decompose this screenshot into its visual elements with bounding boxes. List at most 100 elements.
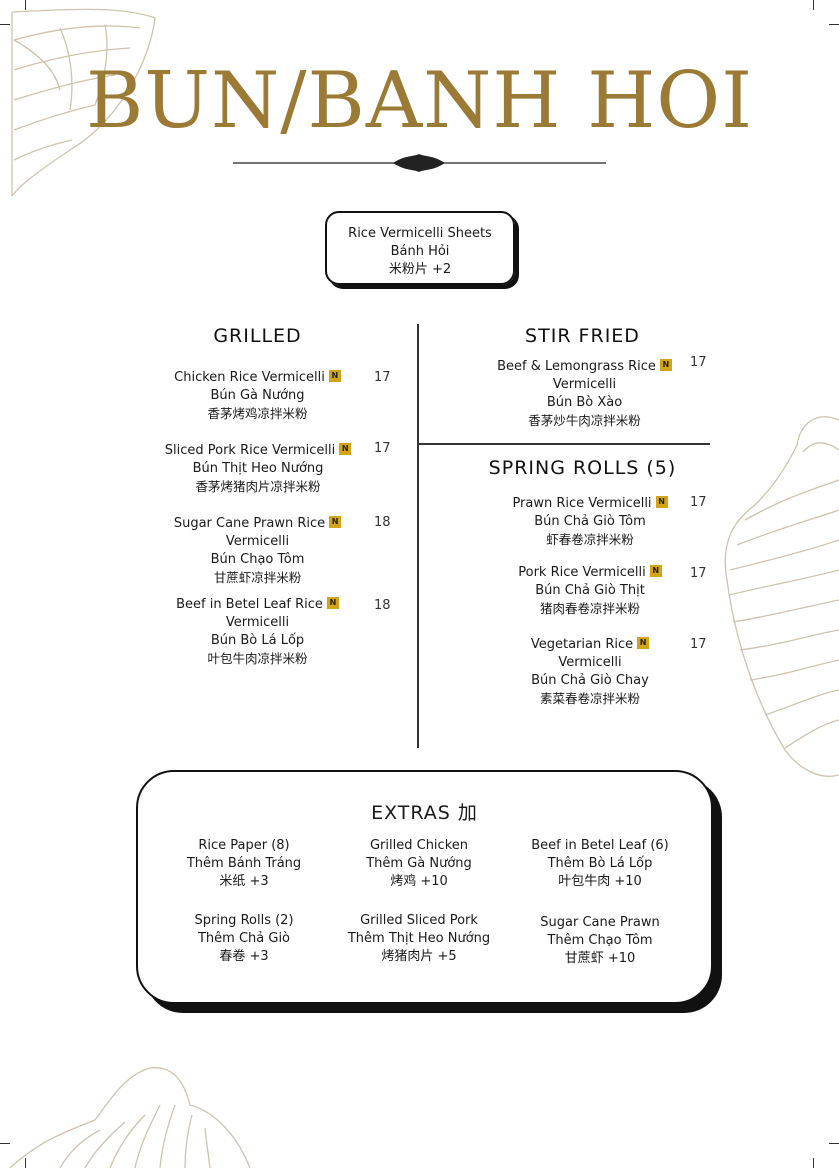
extra-name-en: Grilled Chicken <box>369 838 468 853</box>
extra-name-en: Spring Rolls (2) <box>194 913 294 928</box>
item-name-en: Beef in Betel Leaf Rice <box>176 597 323 612</box>
extras-heading: EXTRAS 加 <box>371 802 478 824</box>
item-price: 17 <box>374 441 391 456</box>
ginkgo-leaf-bottom-icon <box>9 1067 251 1168</box>
rice-vermicelli-sheets-box: Rice Vermicelli Sheets Bánh Hỏi 米粉片 +2 <box>325 211 515 285</box>
item-price: 18 <box>374 515 391 530</box>
grilled-heading: GRILLED <box>213 325 302 347</box>
item-price: 18 <box>374 598 391 613</box>
crop-mark <box>25 1158 26 1168</box>
item-name-en: Prawn Rice Vermicelli <box>512 496 652 511</box>
item-name-cn: 素菜春卷凉拌米粉 <box>539 691 640 706</box>
item-price: 17 <box>690 495 707 510</box>
item-price: 17 <box>690 637 707 652</box>
extra-name-en: Grilled Sliced Pork <box>360 913 478 928</box>
crop-mark <box>829 1143 839 1144</box>
crop-mark <box>25 0 26 10</box>
item-price: 17 <box>690 566 707 581</box>
item-name-cn: 香茅炒牛肉凉拌米粉 <box>528 413 641 428</box>
item-name-cn: 香茅烤猪肉片凉拌米粉 <box>195 479 321 494</box>
column-divider <box>417 324 419 748</box>
extra-item: Sugar Cane Prawn Thêm Chạo Tôm 甘蔗虾 +10 <box>515 914 685 968</box>
section-divider <box>418 443 710 445</box>
item-name-vi: Bún Thịt Heo Nướng <box>192 461 324 476</box>
item-price: 17 <box>690 355 707 370</box>
ginkgo-leaf-top-left-icon <box>11 8 156 197</box>
extras-box: EXTRAS 加 Rice Paper (8) Thêm Bánh Tráng … <box>136 770 713 1004</box>
item-name-en: Chicken Rice Vermicelli <box>174 370 325 385</box>
extra-item: Spring Rolls (2) Thêm Chả Giò 春卷 +3 <box>159 912 329 966</box>
nut-badge-icon: N <box>329 516 342 528</box>
crop-mark <box>0 24 10 25</box>
item-name-cn: 甘蔗虾凉拌米粉 <box>213 570 302 585</box>
page-title: BUN/BANH HOI <box>85 56 754 146</box>
extra-name-vi: Thêm Bò Lá Lốp <box>547 856 653 871</box>
item-name-en: Pork Rice Vermicelli <box>518 565 646 580</box>
item-name-cn: 叶包牛肉凉拌米粉 <box>207 651 308 666</box>
item-name-en-2: Vermicelli <box>552 377 617 392</box>
spring-rolls-heading: SPRING ROLLS (5) <box>488 457 677 479</box>
extra-item: Beef in Betel Leaf (6) Thêm Bò Lá Lốp 叶包… <box>515 837 685 891</box>
extra-name-en: Beef in Betel Leaf (6) <box>531 838 669 853</box>
nut-badge-icon: N <box>659 359 672 371</box>
item-name-vi: Bún Chả Giò Tôm <box>534 514 646 529</box>
extra-item: Rice Paper (8) Thêm Bánh Tráng 米纸 +3 <box>159 837 329 891</box>
nut-badge-icon: N <box>328 370 341 382</box>
nut-badge-icon: N <box>339 443 352 455</box>
crop-mark <box>0 1143 10 1144</box>
extra-name-vi: Thêm Bánh Tráng <box>186 856 302 871</box>
ginkgo-leaf-right-icon <box>724 416 839 777</box>
crop-mark <box>829 24 839 25</box>
sheets-line-1: Rice Vermicelli Sheets <box>348 226 492 241</box>
crop-mark <box>813 0 814 10</box>
item-name-en-2: Vermicelli <box>225 534 290 549</box>
item-name-cn: 香茅烤鸡凉拌米粉 <box>207 406 308 421</box>
nut-badge-icon: N <box>655 496 668 508</box>
item-name-cn: 猪肉春卷凉拌米粉 <box>539 601 640 616</box>
extra-name-cn: 春卷 +3 <box>219 949 269 964</box>
crop-mark <box>813 1158 814 1168</box>
ornament-divider-icon <box>233 154 606 172</box>
item-name-vi: Bún Gà Nướng <box>210 388 305 403</box>
extra-name-vi: Thêm Thịt Heo Nướng <box>347 931 491 946</box>
item-name-cn: 虾春卷凉拌米粉 <box>546 532 634 547</box>
extra-item: Grilled Chicken Thêm Gà Nướng 烤鸡 +10 <box>334 837 504 891</box>
extra-name-vi: Thêm Chạo Tôm <box>547 933 653 948</box>
extra-name-vi: Thêm Gà Nướng <box>366 856 472 871</box>
extra-name-en: Rice Paper (8) <box>198 838 290 853</box>
item-name-en: Beef & Lemongrass Rice <box>497 359 656 374</box>
extra-name-cn: 甘蔗虾 +10 <box>564 951 636 966</box>
item-name-en-2: Vermicelli <box>558 655 622 670</box>
stir-fried-heading: STIR FRIED <box>525 325 640 347</box>
extra-item: Grilled Sliced Pork Thêm Thịt Heo Nướng … <box>334 912 504 966</box>
extra-name-en: Sugar Cane Prawn <box>540 915 660 930</box>
extra-name-cn: 米纸 +3 <box>219 874 269 889</box>
item-name-vi: Bún Chả Giò Thịt <box>535 583 645 598</box>
item-name-en: Sugar Cane Prawn Rice <box>173 516 326 531</box>
extra-name-cn: 烤猪肉片 +5 <box>381 949 457 964</box>
nut-badge-icon: N <box>637 637 650 649</box>
item-name-vi: Bún Chả Giò Chay <box>531 673 649 688</box>
item-name-en: Vegetarian Rice <box>530 637 634 652</box>
extra-name-cn: 烤鸡 +10 <box>390 874 448 889</box>
item-name-vi: Bún Chạo Tôm <box>210 552 305 567</box>
nut-badge-icon: N <box>649 565 662 577</box>
item-name-en: Sliced Pork Rice Vermicelli <box>164 443 336 458</box>
nut-badge-icon: N <box>326 597 339 609</box>
sheets-line-2: Bánh Hỏi <box>390 244 450 259</box>
item-name-vi: Bún Bò Lá Lốp <box>210 633 305 648</box>
extra-name-vi: Thêm Chả Giò <box>197 931 291 946</box>
extra-name-cn: 叶包牛肉 +10 <box>558 874 642 889</box>
item-name-vi: Bún Bò Xào <box>546 395 623 410</box>
sheets-line-3: 米粉片 +2 <box>388 262 452 277</box>
item-price: 17 <box>374 370 391 385</box>
item-name-en-2: Vermicelli <box>225 615 290 630</box>
